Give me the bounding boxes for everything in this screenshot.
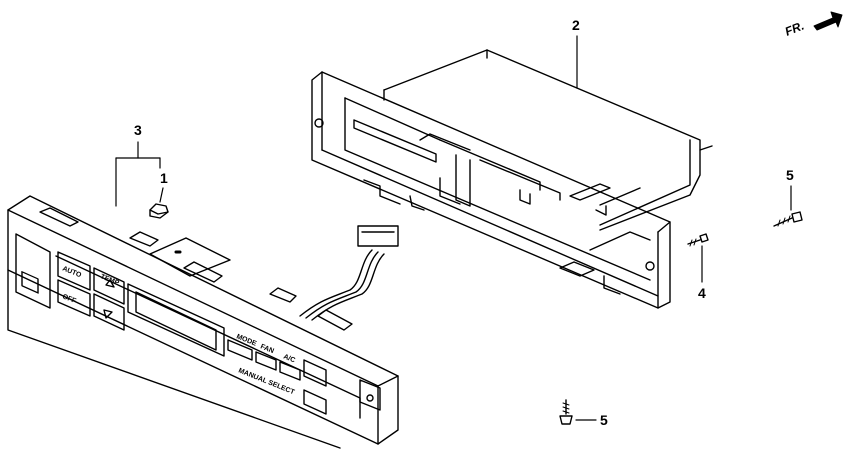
svg-text:2: 2	[572, 17, 580, 33]
callout-4: 4	[698, 245, 706, 301]
fan-label: FAN	[259, 343, 275, 355]
fr-label: FR.	[783, 19, 806, 39]
control-unit-housing	[311, 49, 713, 309]
svg-text:5: 5	[786, 167, 794, 183]
svg-text:4: 4	[698, 285, 706, 301]
svg-text:5: 5	[600, 412, 608, 428]
callout-5-upper: 5	[786, 167, 794, 211]
ac-label: A/C	[282, 353, 296, 364]
callout-5-lower: 5	[575, 412, 608, 428]
svg-text:3: 3	[134, 122, 142, 138]
svg-text:1: 1	[160, 170, 168, 186]
climate-control-panel	[7, 195, 399, 449]
off-label: OFF	[61, 293, 77, 305]
self-tapping-screw-icon	[559, 399, 573, 425]
callout-3: 3	[115, 122, 161, 207]
screw-icon	[687, 233, 709, 247]
front-direction-indicator: FR.	[783, 11, 843, 39]
callout-2: 2	[572, 17, 580, 89]
self-tapping-screw-icon	[773, 211, 803, 227]
callout-1: 1	[159, 157, 168, 203]
front-direction-arrow-icon	[813, 11, 843, 31]
bulb-socket-icon	[149, 203, 169, 219]
